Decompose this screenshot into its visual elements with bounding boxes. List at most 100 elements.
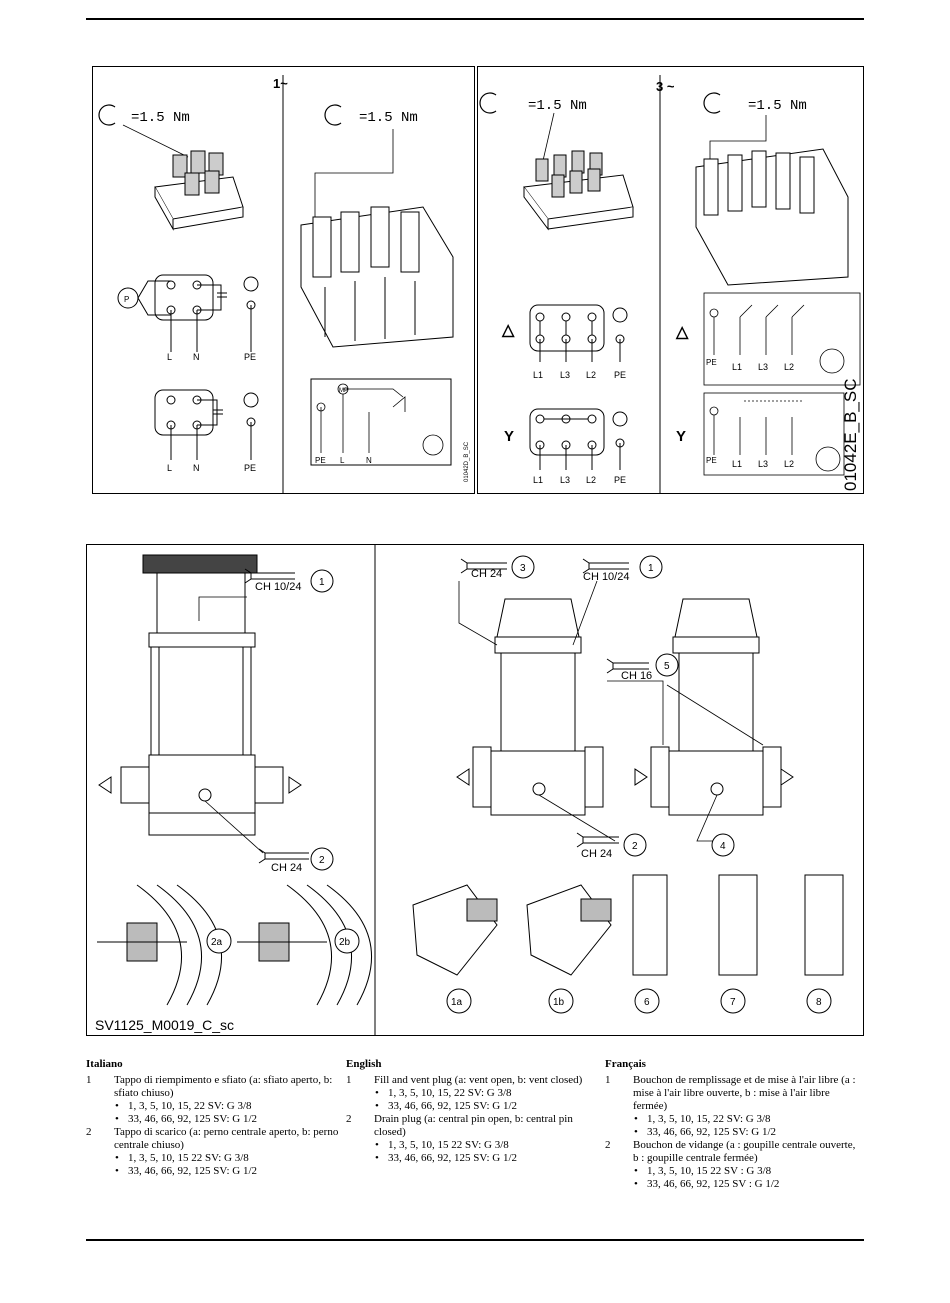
- item-text: Fill and vent plug (a: vent open, b: ven…: [374, 1074, 583, 1086]
- torque-label: =1.5 Nm: [131, 110, 190, 126]
- spanner-label-6: CH 24: [581, 848, 612, 860]
- item-number: 2: [605, 1139, 611, 1151]
- callout-2a-label: 2a: [211, 937, 223, 948]
- item-text: Drain plug (a: central pin open, b: cent…: [374, 1113, 573, 1138]
- schematic-box: [310, 378, 452, 466]
- star-symbol-2: Y: [676, 428, 686, 445]
- callout-1a-label: 1a: [451, 997, 463, 1008]
- label-l3: L3: [560, 370, 570, 380]
- three-phase-panel: 3 ~ =1.5 Nm △ L1 L3 L2 PE Y L1 L3 L2 PE …: [477, 66, 864, 494]
- bullet-item: 1, 3, 5, 10, 15, 22 SV: G 3/8: [346, 1087, 601, 1100]
- item-number: 1: [346, 1074, 352, 1086]
- label-l1: L1: [533, 370, 543, 380]
- line-label-l: L: [167, 352, 172, 362]
- bullet-item: 1, 3, 5, 10, 15 22 SV: G 3/8: [346, 1139, 601, 1152]
- callout-7-label: 7: [730, 997, 736, 1008]
- callout-1a: [446, 988, 472, 1014]
- text-column-english: English 1 Fill and vent plug (a: vent ope…: [346, 1058, 601, 1165]
- bullet-item: 33, 46, 66, 92, 125 SV: G 1/2: [346, 1100, 601, 1113]
- item-number: 2: [346, 1113, 352, 1125]
- terminal-box-3ph-illustration: [523, 150, 634, 231]
- callout-8-label: 8: [816, 997, 822, 1008]
- callout-2-label: 2: [319, 855, 325, 866]
- callout-6-label: 6: [644, 997, 650, 1008]
- terminal-box-illustration: [154, 150, 244, 231]
- spanner-icon-4: [582, 558, 629, 574]
- spanner-icon-3: [460, 558, 507, 574]
- torque-arrow-icon-2: [324, 104, 342, 126]
- three-phase-diagram: 3 ~ =1.5 Nm △ L1 L3 L2 PE Y L1 L3 L2 PE …: [479, 75, 861, 493]
- bottom-rule: [86, 1239, 864, 1241]
- line-label-n-2: N: [193, 463, 200, 473]
- bullet-item: 33, 46, 66, 92, 125 SV: G 1/2: [346, 1152, 601, 1165]
- schematic-1ph: [316, 383, 444, 456]
- callout-2c: [623, 833, 647, 857]
- single-phase-diagram: 1~ =1.5 Nm P L N PE L: [98, 75, 470, 493]
- pump-illustration-left: [98, 554, 302, 836]
- item-text: Tappo di riempimento e sfiato (a: sfiato…: [114, 1074, 333, 1099]
- bullet-item: 1, 3, 5, 10, 15 22 SV: G 3/8: [86, 1152, 341, 1165]
- drawing-code-small: 01042D_B_SC: [464, 441, 470, 482]
- mp-label: MP: [339, 388, 348, 394]
- heading-francais: Français: [605, 1058, 646, 1070]
- drain-detail-illustrations: [97, 884, 372, 1006]
- callout-2b-label: 2b: [339, 937, 351, 948]
- drawing-code-large: 01042E_B_SC: [841, 379, 860, 491]
- wiring-3ph-star: [529, 408, 628, 470]
- schem-l: L: [340, 456, 345, 465]
- wiring-3ph-delta: [529, 304, 628, 362]
- spanner-label-5: CH 16: [621, 670, 652, 682]
- heading-italiano: Italiano: [86, 1058, 123, 1070]
- callout-1b-label: 1: [648, 563, 654, 574]
- spanner-label-2: CH 24: [271, 862, 302, 874]
- spanner-label-3: CH 24: [471, 568, 502, 580]
- label-pe: PE: [614, 370, 626, 380]
- schem-pe-4: PE: [706, 456, 717, 465]
- schem-l3: L3: [758, 362, 768, 372]
- pump-figure-panel: CH 10/24 1 CH 24 2 2a 2b SV1125_M0019_C_…: [86, 544, 864, 1036]
- line-label-pe: PE: [244, 352, 256, 362]
- schematic-box-star: [703, 392, 845, 476]
- callout-3-label: 3: [520, 563, 526, 574]
- heading-english: English: [346, 1058, 382, 1070]
- label-l3-2: L3: [560, 475, 570, 485]
- item-number: 1: [86, 1074, 92, 1086]
- bullet-item: 1, 3, 5, 10, 15, 22 SV: G 3/8: [86, 1100, 341, 1113]
- line-label-l-2: L: [167, 463, 172, 473]
- spanner-icon-5: [606, 658, 649, 674]
- item-text: Bouchon de vidange (a : goupille central…: [633, 1139, 856, 1164]
- schematic-3ph-star: [709, 400, 841, 472]
- terminal-board-3ph-illustration: [695, 148, 849, 286]
- schem-n: N: [366, 456, 372, 465]
- line-label-pe-2: PE: [244, 463, 256, 473]
- plug-detail-illustrations: [412, 874, 844, 976]
- schem-pe-3: PE: [706, 358, 717, 367]
- item-number: 2: [86, 1126, 92, 1138]
- schem-l1-2: L1: [732, 459, 742, 469]
- bullet-item: 33, 46, 66, 92, 125 SV: G 1/2: [605, 1126, 860, 1139]
- callout-4-label: 4: [720, 841, 726, 852]
- delta-symbol: △: [501, 322, 515, 339]
- callout-2a: [206, 928, 232, 954]
- callout-2c-label: 2: [632, 841, 638, 852]
- label-l2-2: L2: [586, 475, 596, 485]
- callout-8: [806, 988, 832, 1014]
- spanner-label-1: CH 10/24: [255, 581, 301, 593]
- spanner-icon-2: [258, 848, 309, 864]
- terminal-board-illustration: [300, 206, 454, 348]
- bullet-item: 33, 46, 66, 92, 125 SV : G 1/2: [605, 1178, 860, 1191]
- torque-label-4: =1.5 Nm: [748, 98, 807, 114]
- callout-1b-detail: [548, 988, 574, 1014]
- item-text: Bouchon de remplissage et de mise à l'ai…: [633, 1074, 856, 1112]
- delta-symbol-2: △: [675, 324, 689, 341]
- p-label: P: [124, 295, 129, 304]
- callout-2: [310, 847, 334, 871]
- bullet-item: 33, 46, 66, 92, 125 SV: G 1/2: [86, 1165, 341, 1178]
- callout-1b-detail-label: 1b: [553, 997, 565, 1008]
- callout-2b: [334, 928, 360, 954]
- wiring-diagram-1ph-b: [154, 389, 259, 460]
- single-phase-label: 1~: [273, 76, 288, 91]
- spanner-label-4: CH 10/24: [583, 571, 629, 583]
- schem-l1: L1: [732, 362, 742, 372]
